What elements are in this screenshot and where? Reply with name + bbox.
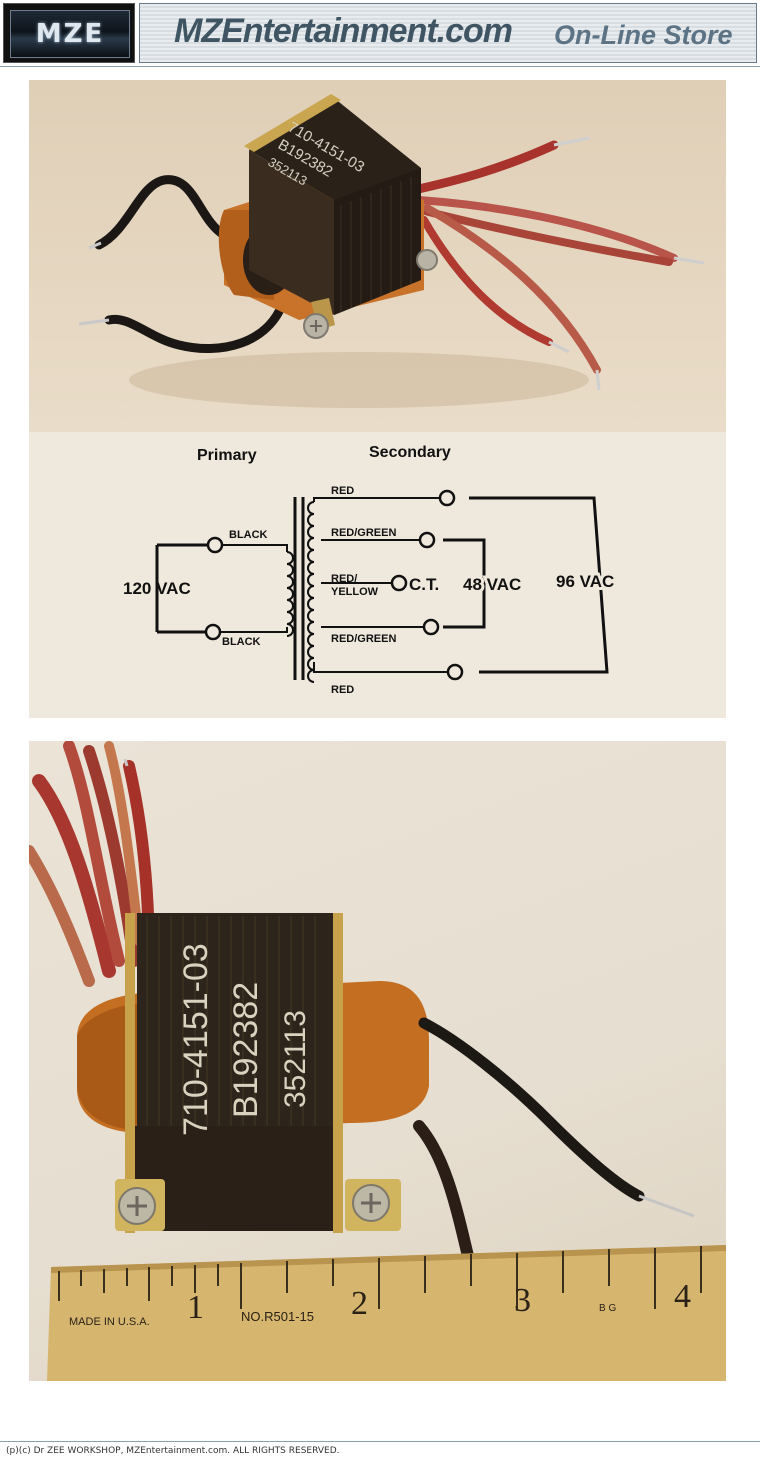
schematic-svg: Primary Secondary BLACK BLACK 120 VAC bbox=[123, 444, 617, 696]
ruler-made-in: MADE IN U.S.A. bbox=[69, 1316, 150, 1328]
v96-label: 96 VAC bbox=[556, 572, 614, 591]
logo-text: MZE bbox=[35, 19, 105, 49]
site-name[interactable]: MZEntertainment.com bbox=[174, 12, 513, 50]
ruler-mark-3: 3 bbox=[514, 1282, 531, 1319]
store-name: On-Line Store bbox=[554, 20, 733, 50]
site-header: MZE MZEntertainment.com On-Line Store bbox=[0, 0, 760, 66]
mze-logo[interactable]: MZE bbox=[3, 3, 135, 63]
footer-copyright: (p)(c) Dr ZEE WORKSHOP, MZEntertainment.… bbox=[6, 1446, 340, 1456]
red-yellow-label-1: RED/ bbox=[331, 573, 357, 585]
red-top-label: RED bbox=[331, 485, 354, 497]
primary-voltage: 120 VAC bbox=[123, 579, 191, 598]
red-yellow-label-2: YELLOW bbox=[331, 586, 379, 598]
photo2-label-line1: 710-4151-03 bbox=[177, 943, 215, 1136]
header-banner: MZEntertainment.com On-Line Store bbox=[139, 3, 757, 63]
ruler-mark-2: 2 bbox=[351, 1285, 368, 1322]
red-green-bottom-label: RED/GREEN bbox=[331, 633, 396, 645]
transformer-photo-with-schematic: 710-4151-03 B192382 352113 Primary Secon… bbox=[29, 80, 726, 718]
black-top-label: BLACK bbox=[229, 529, 268, 541]
transformer-ruler-photo: 710-4151-03 B192382 352113 1 2 3 4 MADE … bbox=[29, 741, 726, 1381]
ruler-mark-1: 1 bbox=[187, 1289, 204, 1326]
photo2-label-line3: 352113 bbox=[279, 1010, 312, 1108]
header-divider bbox=[0, 66, 760, 67]
red-green-top-label: RED/GREEN bbox=[331, 527, 396, 539]
ruler-small-text: B G bbox=[599, 1303, 616, 1314]
secondary-title: Secondary bbox=[369, 444, 451, 461]
logo-plate: MZE bbox=[10, 10, 130, 58]
photo2-label-line2: B192382 bbox=[227, 982, 265, 1118]
primary-title: Primary bbox=[197, 447, 257, 464]
red-bottom-label: RED bbox=[331, 684, 354, 696]
transformer-top-view: 710-4151-03 B192382 352113 bbox=[78, 94, 705, 408]
v48-label: 48 VAC bbox=[463, 575, 521, 594]
wiring-schematic: Primary Secondary BLACK BLACK 120 VAC bbox=[29, 432, 726, 718]
transformer-front-view: 710-4151-03 B192382 352113 1 2 3 4 MADE … bbox=[29, 741, 726, 1381]
footer-divider bbox=[0, 1441, 760, 1442]
ct-label: C.T. bbox=[409, 575, 439, 594]
ruler-mark-4: 4 bbox=[674, 1278, 691, 1315]
ruler-model: NO.R501-15 bbox=[241, 1309, 314, 1324]
black-bottom-label: BLACK bbox=[222, 636, 261, 648]
